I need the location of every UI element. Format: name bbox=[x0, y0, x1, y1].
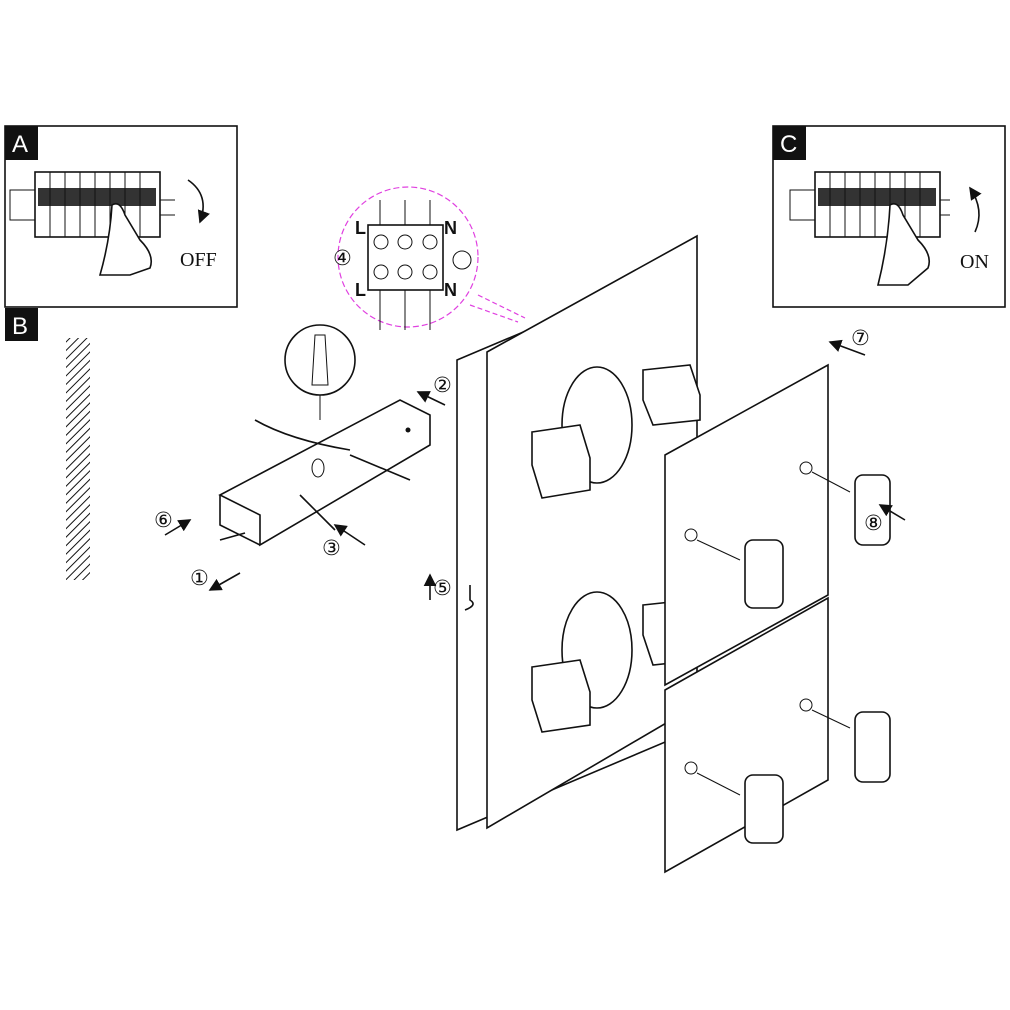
hand-icon bbox=[98, 202, 153, 276]
step-2: ② bbox=[433, 373, 452, 397]
knob-cap bbox=[744, 539, 784, 609]
panel-b-label-box bbox=[5, 308, 38, 341]
shade-panel-lower bbox=[664, 596, 829, 874]
hook-icon bbox=[464, 585, 474, 611]
panel-c-switch-on: C ON bbox=[772, 125, 1006, 308]
step-7: ⑦ bbox=[851, 326, 870, 350]
mount-block bbox=[642, 364, 701, 426]
step-1: ① bbox=[190, 566, 209, 590]
mount-block bbox=[531, 659, 591, 733]
breaker-box-icon bbox=[9, 171, 175, 238]
knob-cap bbox=[744, 774, 784, 844]
panel-c-label-box bbox=[773, 126, 806, 160]
wall-plug-callout bbox=[284, 324, 356, 420]
panel-c-action: ON bbox=[960, 251, 989, 273]
screw-icon bbox=[299, 494, 336, 531]
panel-a-label-box bbox=[5, 126, 38, 160]
step-5: ⑤ bbox=[433, 576, 452, 600]
step-8: ⑧ bbox=[864, 511, 883, 535]
wall-icon bbox=[66, 338, 90, 580]
breaker-box-icon bbox=[789, 171, 950, 238]
panel-a-action: OFF bbox=[180, 249, 217, 271]
bolt-icon bbox=[219, 532, 246, 541]
step-6: ⑥ bbox=[154, 508, 173, 532]
terminal-top-left: L bbox=[355, 218, 366, 238]
hand-icon bbox=[876, 202, 931, 286]
ground-icon bbox=[452, 250, 472, 270]
terminal-bottom-left: L bbox=[355, 280, 366, 300]
panel-b-label: B bbox=[12, 313, 28, 340]
mounting-bracket bbox=[218, 399, 431, 547]
shade-panel-upper bbox=[664, 363, 829, 687]
screw-icon bbox=[349, 454, 411, 481]
panel-c-label: C bbox=[780, 131, 797, 158]
down-arrow-icon bbox=[187, 179, 210, 224]
step-4: ④ bbox=[333, 246, 352, 270]
panel-a-label: A bbox=[12, 131, 28, 158]
knob-cap bbox=[854, 711, 891, 783]
step-3: ③ bbox=[322, 536, 341, 560]
terminal-callout: L N L N bbox=[337, 186, 526, 330]
panel-a-switch-off: A OFF bbox=[4, 125, 238, 308]
up-arrow-icon bbox=[969, 186, 982, 233]
terminal-bottom-right: N bbox=[444, 280, 457, 300]
mount-block bbox=[531, 424, 591, 499]
terminal-top-right: N bbox=[444, 218, 457, 238]
